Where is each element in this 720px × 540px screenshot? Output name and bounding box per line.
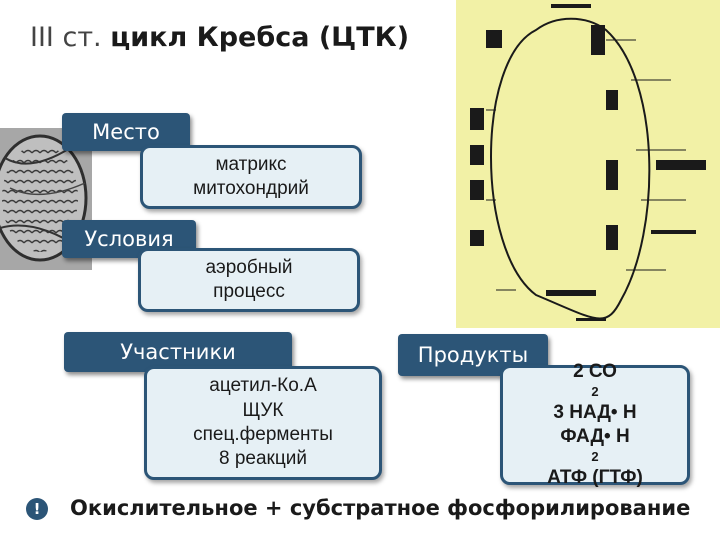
participants-label-text: Участники — [120, 340, 236, 364]
participant-item: 8 реакций — [219, 448, 307, 470]
conditions-label-text: Условия — [84, 227, 174, 251]
place-value-line-1: матрикс — [215, 153, 287, 175]
place-value-box: матрикс митохондрий — [140, 145, 362, 209]
title-stage: III ст. — [30, 22, 111, 53]
place-label-text: Место — [92, 120, 160, 144]
phosphorylation-note: Окислительное + субстратное фосфорилиров… — [70, 496, 691, 520]
conditions-label: Условия — [62, 220, 196, 258]
product-atp: АТФ (ГТФ) — [547, 466, 643, 488]
participant-item: спец.ферменты — [193, 424, 333, 445]
place-label: Место — [62, 113, 190, 151]
title-main: цикл Кребса (ЦТК) — [110, 22, 410, 53]
product-nadh: 3 НАД• Н — [553, 401, 637, 423]
participant-item: ацетил-Ко.А — [209, 375, 317, 397]
products-label: Продукты — [398, 334, 548, 376]
participants-value-box: ацетил-Ко.А ЩУК спец.ферменты 8 реакций — [144, 366, 382, 480]
slide-title: III ст. цикл Кребса (ЦТК) — [30, 22, 409, 53]
products-label-text: Продукты — [417, 343, 529, 367]
place-value-line-2: митохондрий — [193, 178, 309, 199]
exclamation-icon: ! — [26, 498, 48, 520]
krebs-cycle-diagram — [456, 0, 720, 328]
participant-item: ЩУК — [242, 399, 284, 421]
conditions-value-box: аэробный процесс — [138, 248, 360, 312]
mitochondria-micrograph — [0, 128, 92, 270]
participants-label: Участники — [64, 332, 292, 372]
conditions-value-line-2: процесс — [213, 281, 285, 302]
conditions-value-line-1: аэробный — [205, 256, 293, 278]
